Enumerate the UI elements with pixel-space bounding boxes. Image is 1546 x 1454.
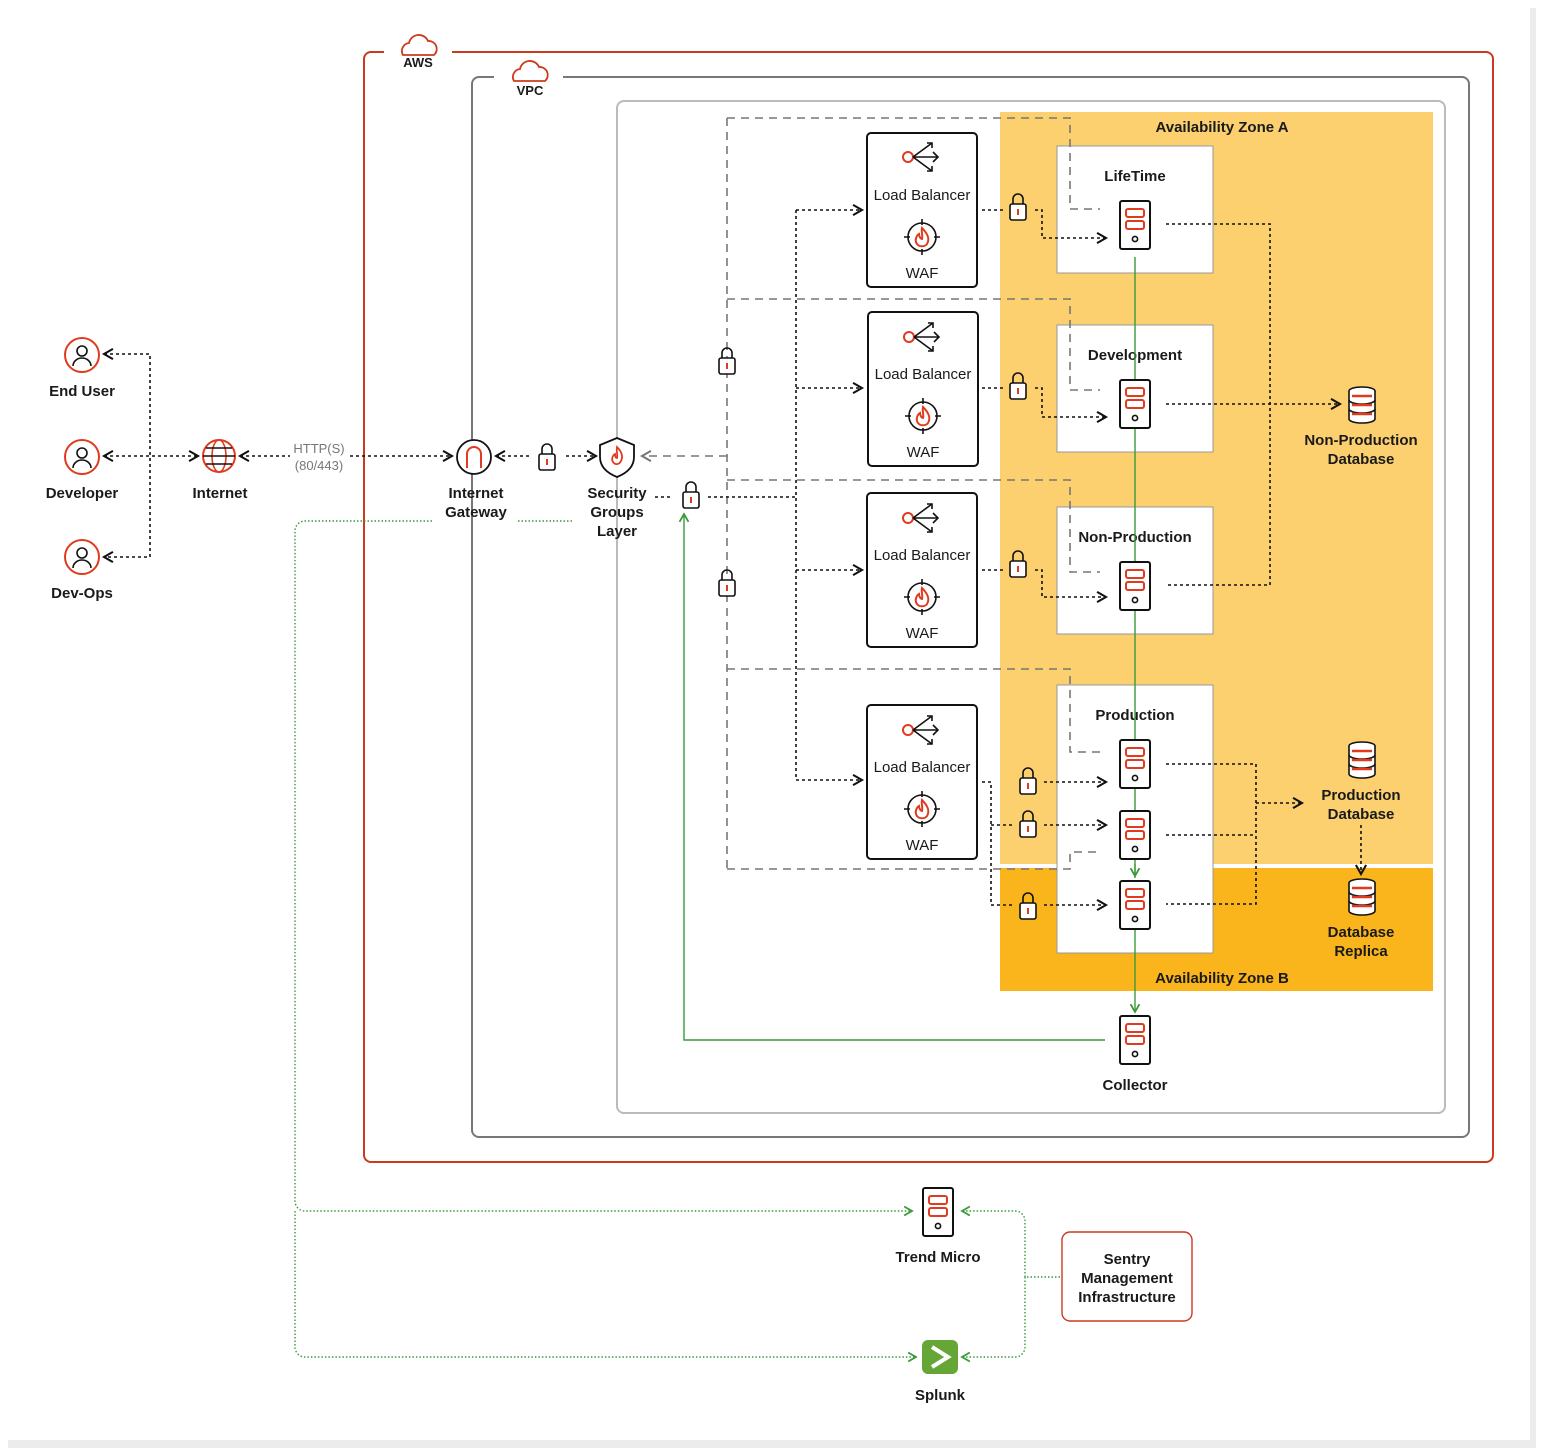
non-prod-db-label-1: Non-Production [1304,432,1417,449]
green-to-trend-micro [294,520,914,1217]
server-icon-production-1 [1119,739,1151,789]
waf-label: WAF [906,837,939,854]
load-balancer-3: Load Balancer WAF [866,492,978,648]
server-icon-lifetime [1119,200,1151,250]
lb2-to-development [1035,387,1109,424]
globe-icon [202,439,236,473]
green-sentry-to-trend [960,1205,1060,1278]
load-balancer-label: Load Balancer [875,366,972,383]
internet-gateway-icon [456,439,492,475]
replica-label-1: Database [1328,924,1395,941]
trend-micro-label: Trend Micro [895,1249,980,1266]
gray-route-development [727,298,1100,391]
aws-label: AWS [403,55,433,70]
waf-label: WAF [907,444,940,461]
prod-db-label-1: Production [1321,787,1400,804]
dev-ops-label: Dev-Ops [51,585,113,602]
server-icon-collector [1119,1015,1151,1065]
green-collector-to-sg [678,512,1105,1041]
collector-label: Collector [1102,1077,1167,1094]
non-prod-db-label-2: Database [1328,451,1395,468]
green-to-splunk [294,1211,918,1363]
aws-cloud-icon [401,34,438,56]
replica-label-2: Replica [1334,943,1388,960]
zone-a-label: Availability Zone A [1155,119,1288,136]
database-icon-non-production [1347,385,1377,425]
splunk-icon [922,1340,958,1374]
sentry-label-3: Infrastructure [1078,1289,1176,1306]
load-balancer-2: Load Balancer WAF [867,311,979,467]
load-balancer-label: Load Balancer [874,187,971,204]
load-balancer-1: Load Balancer WAF [866,132,978,288]
load-balancer-label: Load Balancer [874,547,971,564]
sentry-label-1: Sentry [1104,1251,1151,1268]
database-icon-production [1347,740,1377,780]
end-user-label: End User [49,383,115,400]
vpc-label: VPC [517,83,544,98]
load-balancer-label: Load Balancer [874,759,971,776]
lb1-to-lifetime [1035,209,1109,245]
subnet-boundary [616,100,1446,1114]
security-groups-label-3: Layer [597,523,637,540]
database-icon-replica [1347,877,1377,917]
gray-route-production [727,668,1100,753]
developer-label: Developer [46,485,119,502]
user-bracket [101,347,151,564]
waf-label: WAF [906,265,939,282]
splunk-label: Splunk [915,1387,966,1404]
security-groups-label-2: Groups [590,504,643,521]
server-icon-non-production [1119,561,1151,611]
server-icon-production-3 [1119,880,1151,930]
vpc-boundary [471,76,1470,1138]
zone-b-label: Availability Zone B [1155,970,1289,987]
prod-db-label-2: Database [1328,806,1395,823]
person-icon-developer [64,439,100,475]
protocol-label: HTTP(S) [293,441,344,456]
gray-route-lifetime [727,117,1100,210]
server-icon-production-2 [1119,810,1151,860]
gray-route-production-b [727,851,1100,870]
gray-route-non-production [727,479,1100,573]
server-icon-trend-micro [922,1187,954,1237]
load-balancer-4: Load Balancer WAF [866,704,978,860]
gateway-label-1: Internet [448,485,503,502]
security-groups-label-1: Security [587,485,647,502]
shield-icon [599,437,635,478]
aws-boundary [363,51,1494,1163]
lb3-to-non-production [1035,569,1109,604]
sentry-label-2: Management [1081,1270,1173,1287]
sentry-box [1061,1231,1193,1322]
prod-db-bracket [1166,763,1257,905]
waf-label: WAF [906,625,939,642]
server-icon-development [1119,379,1151,429]
gateway-label-2: Gateway [445,504,507,521]
person-icon-dev-ops [64,539,100,575]
person-icon-end-user [64,337,100,373]
ports-label: (80/443) [295,458,343,473]
green-sentry-to-splunk [960,1277,1026,1363]
vpc-cloud-icon [512,60,549,82]
env-label-lifetime: LifeTime [1104,168,1165,185]
internet-label: Internet [192,485,247,502]
